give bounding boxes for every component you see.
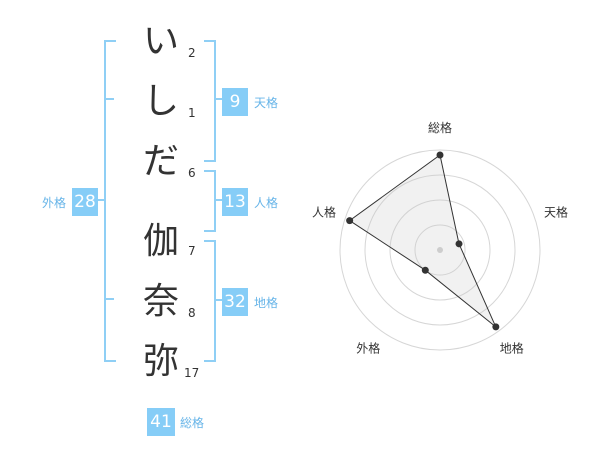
chikaku-bracket [204, 240, 216, 362]
name-char: 弥 [142, 341, 179, 382]
gaikaku-label: 外格 [42, 196, 67, 210]
radar-point-0 [436, 151, 444, 159]
name-char: 伽 [142, 221, 179, 262]
name-char: だ [142, 141, 179, 182]
chikaku-label: 地格 [254, 296, 279, 310]
soukaku-value-badge: 41 [147, 408, 175, 436]
tenkaku-bracket [204, 40, 216, 162]
radar-grid-ring [339, 149, 541, 351]
radar-grid-ring [414, 224, 466, 276]
name-char: 奈 [142, 281, 179, 322]
radar-axis-label: 人格 [312, 204, 336, 219]
radar-axis-label: 天格 [544, 204, 568, 219]
radar-grid-ring [389, 199, 491, 301]
gaikaku-value-badge: 28 [72, 188, 98, 216]
radar-center-dot [437, 247, 443, 253]
gaikaku-bracket-tick-upper [104, 98, 114, 100]
gaikaku-bracket [104, 40, 116, 362]
radar-axis-label: 外格 [356, 341, 380, 356]
chikaku-bracket-tick [214, 299, 222, 301]
stroke-count: 8 [188, 306, 196, 320]
radar-point-2 [492, 323, 500, 331]
stroke-count: 17 [184, 366, 200, 380]
name-char: い [142, 21, 179, 62]
stroke-count: 6 [188, 166, 196, 180]
gaikaku-bracket-tick [98, 199, 106, 201]
tenkaku-bracket-tick [214, 98, 222, 100]
tenkaku-value-badge: 9 [222, 88, 248, 116]
gaikaku-bracket-tick-lower [104, 298, 114, 300]
radar-grid-ring [364, 174, 516, 326]
radar-point-4 [346, 217, 354, 225]
radar-point-3 [421, 266, 429, 274]
radar-point-1 [455, 240, 463, 248]
soukaku-label: 総格 [180, 416, 205, 430]
radar-axis-label: 地格 [500, 341, 524, 356]
jinkaku-value-badge: 13 [222, 188, 248, 216]
tenkaku-label: 天格 [254, 96, 279, 110]
stroke-count: 2 [188, 46, 196, 60]
jinkaku-label: 人格 [254, 196, 279, 210]
name-char: し [142, 81, 179, 122]
jinkaku-bracket [204, 170, 216, 232]
chikaku-value-badge: 32 [222, 288, 248, 316]
stroke-count: 1 [188, 106, 196, 120]
jinkaku-bracket-tick [214, 199, 222, 201]
radar-axis-label: 総格 [428, 120, 452, 135]
stroke-count: 7 [188, 244, 196, 258]
radar-series-polygon [348, 154, 497, 328]
